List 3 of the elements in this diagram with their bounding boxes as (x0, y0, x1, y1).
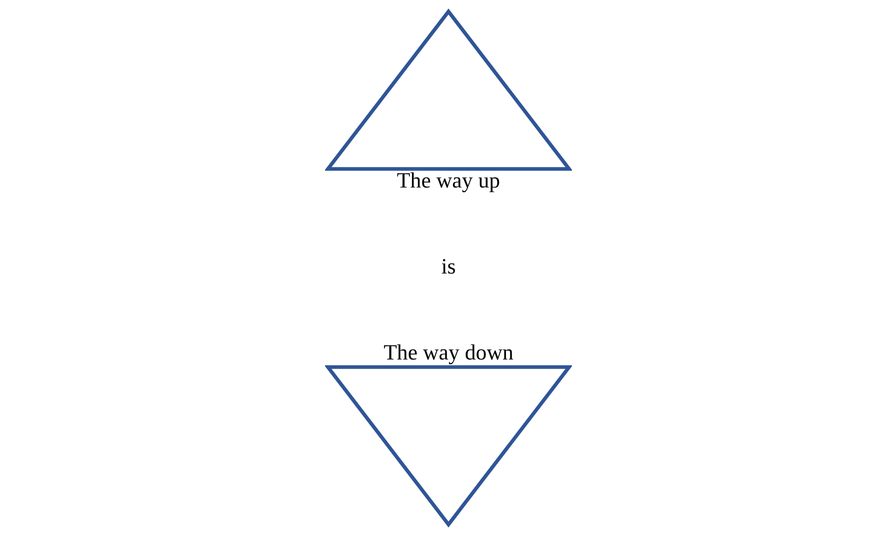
label: is (440, 254, 456, 278)
node-label: The way up (396, 168, 500, 193)
node-label: The way down (383, 340, 513, 364)
